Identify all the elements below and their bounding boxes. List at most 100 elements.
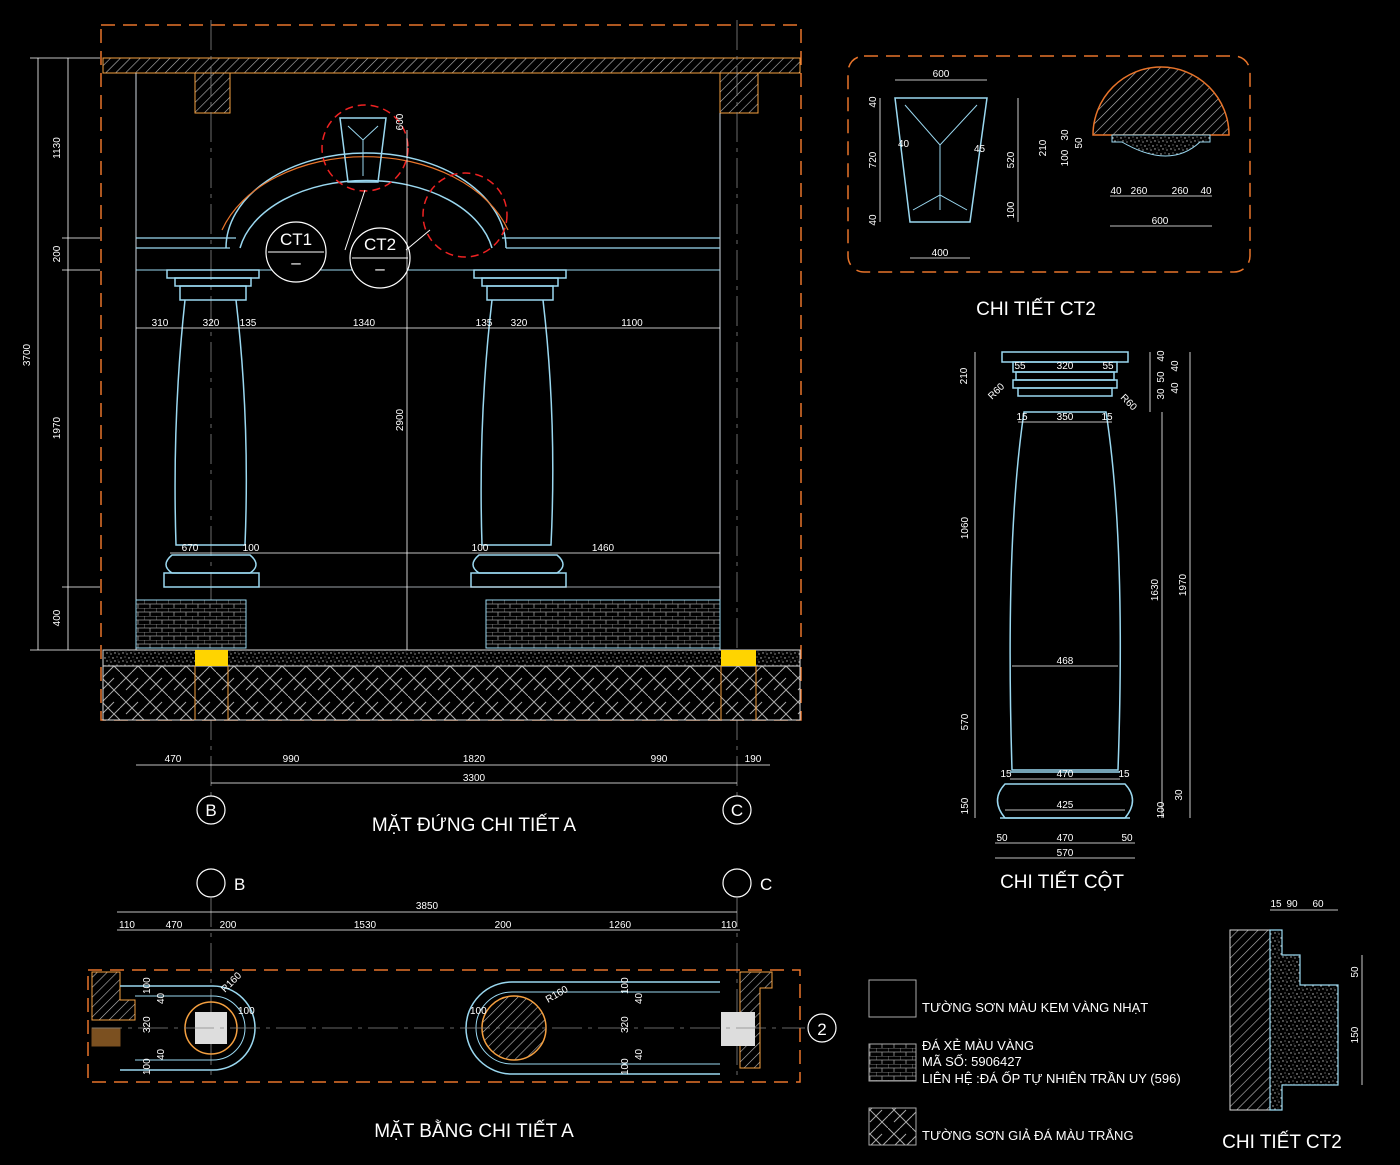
svg-text:110: 110 — [119, 920, 135, 931]
dim-200: 200 — [52, 245, 63, 262]
svg-text:B: B — [234, 875, 245, 894]
svg-text:670: 670 — [182, 543, 199, 554]
svg-text:468: 468 — [1057, 656, 1074, 667]
svg-text:320: 320 — [142, 1016, 153, 1033]
svg-text:45: 45 — [974, 144, 986, 155]
svg-text:50: 50 — [1350, 966, 1361, 978]
svg-text:260: 260 — [1172, 186, 1189, 197]
legend-wall-label: TƯỜNG SƠN MÀU KEM VÀNG NHẠT — [922, 1000, 1148, 1015]
svg-text:600: 600 — [1152, 216, 1169, 227]
column-detail: 320 55 55 40 40 50 30 40 210 R60 R60 15 … — [959, 350, 1191, 893]
svg-text:1820: 1820 — [463, 754, 486, 765]
svg-text:MÃ SỐ: 5906427: MÃ SỐ: 5906427 — [922, 1054, 1022, 1069]
grid-bubble-2[interactable] — [807, 1013, 837, 1043]
svg-text:1340: 1340 — [353, 318, 376, 329]
grid-bubble-c[interactable] — [722, 795, 752, 825]
elevation-title: MẶT ĐỨNG CHI TIẾT A — [372, 814, 576, 836]
svg-text:C: C — [760, 875, 772, 894]
svg-text:55: 55 — [1102, 361, 1114, 372]
svg-text:15: 15 — [1101, 412, 1113, 423]
svg-text:15: 15 — [1000, 769, 1012, 780]
svg-text:–: – — [291, 253, 301, 272]
svg-text:260: 260 — [1131, 186, 1148, 197]
svg-text:R60: R60 — [1118, 392, 1139, 413]
ground-hatch — [102, 665, 801, 721]
legend: TƯỜNG SƠN MÀU KEM VÀNG NHẠT ĐÁ XẺ MÀU VÀ… — [868, 979, 1181, 1146]
svg-text:30: 30 — [1174, 789, 1185, 801]
svg-text:40: 40 — [898, 139, 910, 150]
svg-text:40: 40 — [1156, 350, 1167, 362]
svg-text:320: 320 — [620, 1016, 631, 1033]
dim-1970: 1970 — [52, 416, 63, 439]
column-title: CHI TIẾT CỘT — [1000, 871, 1124, 893]
svg-text:135: 135 — [476, 318, 493, 329]
svg-text:2: 2 — [817, 1020, 826, 1039]
svg-text:100: 100 — [470, 1006, 487, 1017]
profile-wall — [1229, 929, 1271, 1111]
legend-stone-label: ĐÁ XẺ MÀU VÀNG — [922, 1038, 1034, 1053]
plan-core-right — [721, 1012, 755, 1046]
cornice-band — [136, 237, 720, 249]
svg-text:40: 40 — [1200, 186, 1212, 197]
ct1-label: CT1 — [280, 230, 312, 249]
plan-grid-bubble-b[interactable] — [196, 868, 226, 898]
svg-text:100: 100 — [472, 543, 489, 554]
svg-text:210: 210 — [1038, 139, 1049, 156]
svg-text:R160: R160 — [544, 984, 571, 1006]
svg-text:1630: 1630 — [1150, 578, 1161, 601]
svg-text:3300: 3300 — [463, 773, 486, 784]
svg-text:50: 50 — [996, 833, 1008, 844]
svg-text:425: 425 — [1057, 800, 1074, 811]
ct2-profile-molding — [1111, 134, 1211, 157]
grid-bubble-b[interactable] — [196, 795, 226, 825]
svg-text:200: 200 — [220, 920, 237, 931]
svg-text:100: 100 — [238, 1006, 255, 1017]
svg-text:55: 55 — [1014, 361, 1026, 372]
svg-text:100: 100 — [243, 543, 260, 554]
column-footing-b — [195, 650, 228, 666]
svg-text:100: 100 — [142, 1058, 153, 1075]
svg-text:150: 150 — [1350, 1026, 1361, 1043]
svg-text:R60: R60 — [986, 381, 1007, 402]
svg-text:100: 100 — [1006, 201, 1017, 218]
svg-text:–: – — [375, 259, 385, 278]
ct2-detail-circle — [422, 172, 508, 258]
beam-right — [719, 72, 759, 114]
svg-text:40: 40 — [634, 1048, 645, 1060]
svg-text:100: 100 — [142, 977, 153, 994]
legend-faux-swatch — [868, 1107, 917, 1146]
svg-text:40: 40 — [634, 992, 645, 1004]
ct2-bottom-title: CHI TIẾT CT2 — [1222, 1131, 1342, 1153]
svg-text:50: 50 — [1121, 833, 1133, 844]
plan-title: MẶT BẰNG CHI TIẾT A — [374, 1120, 574, 1142]
column-footing-c — [721, 650, 756, 666]
plan-grid-bubble-c[interactable] — [722, 868, 752, 898]
svg-text:100: 100 — [1060, 149, 1071, 166]
svg-text:1460: 1460 — [592, 543, 615, 554]
ct2-label: CT2 — [364, 235, 396, 254]
svg-text:40: 40 — [156, 1048, 167, 1060]
plan-wall-left — [91, 971, 136, 1021]
ct2-top-title: CHI TIẾT CT2 — [976, 298, 1096, 320]
col-shaft — [1009, 411, 1122, 771]
dim-600: 600 — [395, 113, 406, 130]
svg-text:40: 40 — [156, 992, 167, 1004]
arch-inner — [239, 179, 493, 249]
legend-stone-swatch — [868, 1043, 917, 1082]
svg-text:720: 720 — [868, 151, 879, 168]
svg-text:110: 110 — [721, 920, 737, 931]
svg-text:520: 520 — [1006, 151, 1017, 168]
svg-text:30: 30 — [1156, 388, 1167, 400]
ct2-detail-top: 600 400 40 720 40 40 45 520 100 40 260 2… — [847, 55, 1251, 320]
svg-text:100: 100 — [620, 977, 631, 994]
svg-text:400: 400 — [932, 248, 949, 259]
svg-text:B: B — [205, 801, 216, 820]
svg-text:40: 40 — [1110, 186, 1122, 197]
dim-400: 400 — [52, 609, 63, 626]
svg-text:1100: 1100 — [621, 318, 643, 329]
svg-text:200: 200 — [495, 920, 512, 931]
svg-text:LIÊN HỆ :ĐÁ ỐP TỰ NHIÊN TRẦN U: LIÊN HỆ :ĐÁ ỐP TỰ NHIÊN TRẦN UY (596) — [922, 1071, 1181, 1086]
svg-text:15: 15 — [1016, 412, 1028, 423]
plinth-left — [135, 599, 247, 649]
svg-text:135: 135 — [240, 318, 257, 329]
